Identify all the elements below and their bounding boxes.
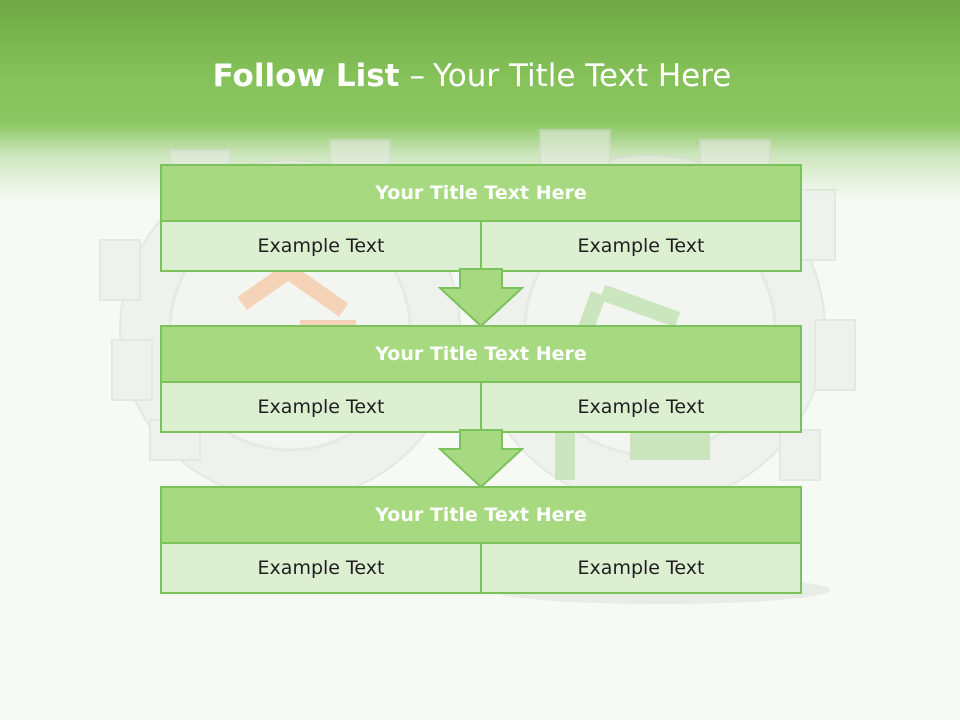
block-2-right-text[interactable]: Example Text	[480, 383, 800, 431]
block-1-title[interactable]: Your Title Text Here	[162, 166, 800, 222]
block-3-row: Example Text Example Text	[162, 544, 800, 592]
slide-title-rest: Your Title Text Here	[432, 58, 732, 94]
block-2-row: Example Text Example Text	[162, 383, 800, 431]
list-block-2: Your Title Text Here Example Text Exampl…	[160, 325, 802, 433]
block-2-left-text[interactable]: Example Text	[257, 396, 385, 418]
list-block-1: Your Title Text Here Example Text Exampl…	[160, 164, 802, 272]
down-arrow-2	[438, 429, 524, 489]
down-arrow-1	[438, 268, 524, 328]
block-3-left-text[interactable]: Example Text	[257, 557, 385, 579]
block-1-right-text[interactable]: Example Text	[480, 222, 800, 270]
block-3-title[interactable]: Your Title Text Here	[162, 488, 800, 544]
block-3-right-text[interactable]: Example Text	[480, 544, 800, 592]
block-1-left-text[interactable]: Example Text	[257, 235, 385, 257]
slide-title-dash: –	[409, 58, 425, 94]
slide-title: Follow List–Your Title Text Here	[0, 54, 944, 98]
block-1-row: Example Text Example Text	[162, 222, 800, 270]
block-2-title[interactable]: Your Title Text Here	[162, 327, 800, 383]
list-block-3: Your Title Text Here Example Text Exampl…	[160, 486, 802, 594]
slide-title-bold: Follow List	[212, 58, 400, 94]
